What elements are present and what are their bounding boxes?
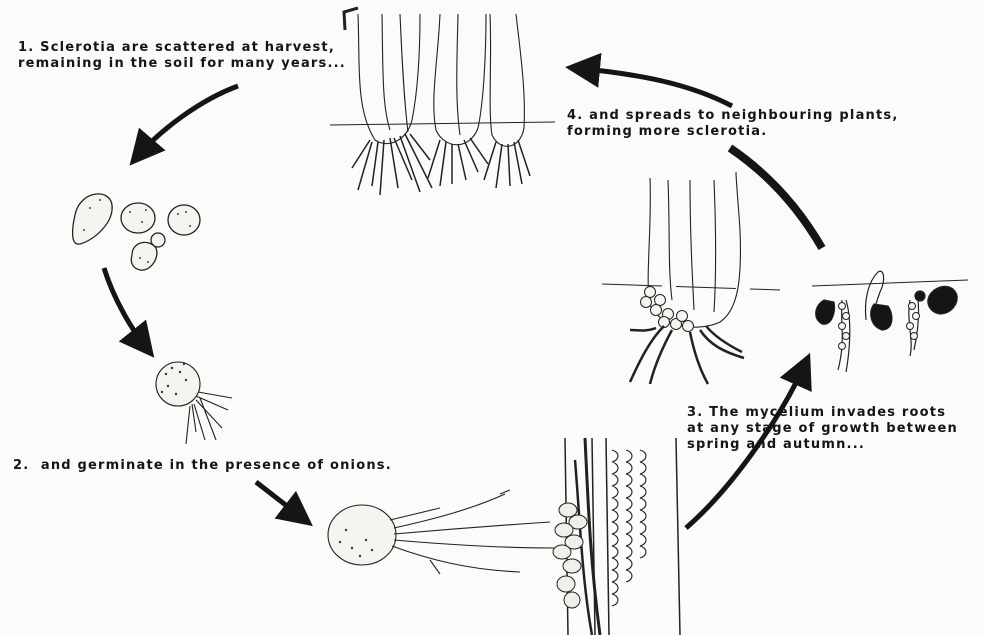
arrow-return-to-harvest: [575, 68, 732, 106]
scattered-sclerotia: [73, 194, 200, 270]
harvested-onion-bulbs: [330, 8, 555, 195]
step-3-label: 3. The mycelium invades roots at any sta…: [687, 405, 958, 453]
arrow-2-to-root-contact: [256, 482, 305, 520]
germinating-sclerotium-small: [156, 362, 232, 444]
arrow-to-germinating-sclerotium: [104, 268, 148, 350]
step-2-label: 2. and germinate in the presence of onio…: [13, 458, 392, 474]
step-1-label: 1. Sclerotia are scattered at harvest, r…: [18, 40, 346, 72]
infected-onion-base: [602, 172, 780, 384]
infected-seedlings: [812, 271, 968, 372]
arrow-1-to-sclerotia: [136, 86, 238, 158]
step-4-label: 4. and spreads to neighbouring plants, f…: [567, 108, 898, 140]
arrow-4-to-neighbour-plant: [730, 148, 822, 248]
